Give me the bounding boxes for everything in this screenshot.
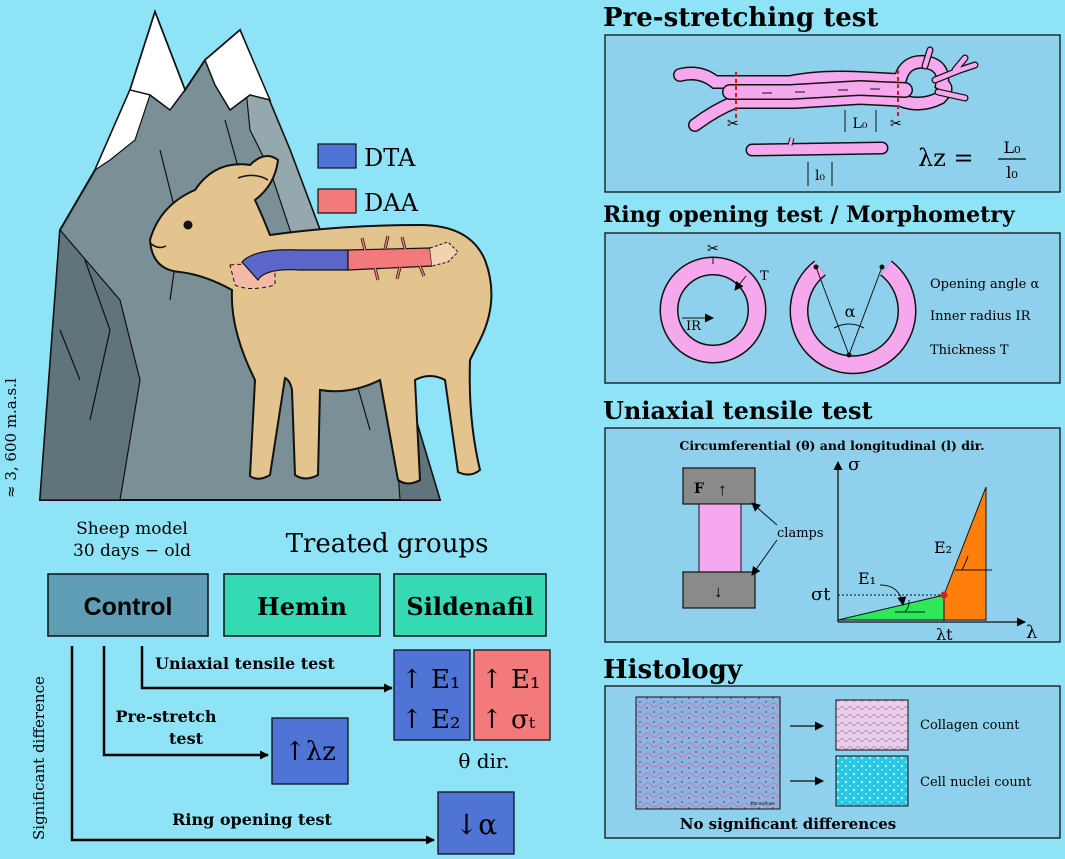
lamb-illustration [148, 155, 493, 485]
uniaxial-subtitle: Circumferential (θ) and longitudinal (l)… [679, 438, 984, 453]
uniaxial-result-label: Uniaxial tensile test [155, 654, 335, 673]
collagen-count-label: Collagen count [920, 718, 1020, 733]
opening-angle-label: Opening angle α [930, 277, 1039, 292]
sheep-model-line2: 30 days − old [73, 541, 191, 561]
treated-groups-label: Treated groups [286, 529, 489, 559]
sigma-t-label: σt [811, 584, 831, 605]
artery-segment [745, 137, 889, 157]
altitude-label: ≈ 3, 600 m.a.s.l [2, 378, 20, 498]
sildenafil-result-line2: ↑ σₜ [481, 705, 536, 735]
stress-strain-plot [833, 461, 1026, 627]
lambda-z-formula-numerator: L₀ [1003, 138, 1020, 157]
sigma-axis-label: σ [848, 454, 860, 475]
sildenafil-result-line1: ↑ E₁ [481, 665, 540, 695]
hemin-result-box [393, 649, 471, 741]
force-F-label: F [694, 481, 704, 497]
control-box [47, 573, 209, 637]
sildenafil-label: Sildenafil [406, 592, 533, 621]
daa-legend-label: DAA [364, 189, 419, 217]
ring-result-label: Ring opening test [172, 810, 332, 829]
uniaxial-panel [604, 427, 1061, 643]
inner-radius-IR-label: IR [686, 319, 702, 334]
l0-label: l₀ [815, 168, 825, 184]
ring-title: Ring opening test / Morphometry [603, 202, 1016, 228]
up-arrow-icon: ↑ [718, 480, 727, 499]
lambda-z-result: ↑λz [284, 737, 336, 767]
control-label: Control [84, 593, 173, 621]
clamps-label: clamps [777, 526, 824, 541]
daa-legend-swatch [317, 188, 357, 214]
inner-radius-label: Inner radius IR [930, 309, 1032, 324]
hemin-box [223, 573, 381, 637]
bottom-clamp [682, 571, 756, 609]
sheep-model-line1: Sheep model [76, 519, 188, 539]
E1-label: E₁ [858, 569, 876, 588]
thickness-T-label: T [760, 269, 769, 284]
theta-dir-label: θ dir. [458, 749, 509, 773]
scissors-icon-ring: ✂ [707, 240, 719, 256]
prestretch-result-label-1: Pre-stretch [115, 707, 216, 726]
dta-legend-label: DTA [364, 144, 416, 172]
L0-label: L₀ [853, 116, 868, 132]
uniaxial-title: Uniaxial tensile test [603, 396, 873, 425]
lambda-t-label: λt [936, 625, 953, 644]
sildenafil-result-box [473, 649, 551, 741]
lambda-z-result-box [271, 717, 349, 785]
top-clamp [682, 467, 756, 505]
E2-label: E₂ [934, 538, 952, 557]
down-arrow-icon: ↓ [714, 582, 723, 601]
prestretch-result-label-2: test [169, 729, 204, 748]
prestretch-title: Pre-stretching test [603, 3, 878, 33]
hemin-result-line1: ↑ E₁ [401, 665, 460, 695]
alpha-angle-label: α [845, 302, 856, 321]
significant-difference-label: Significant difference [30, 676, 48, 840]
intact-ring [661, 258, 765, 362]
scissors-icon-right: ✂ [890, 115, 902, 131]
opened-ring [791, 261, 915, 373]
histology-sample-image [635, 696, 781, 810]
lambda-axis-label: λ [1026, 622, 1037, 643]
lambda-z-formula-denominator: l₀ [1006, 163, 1018, 182]
histology-footer: No significant differences [680, 815, 897, 833]
histology-title: Histology [603, 655, 743, 685]
dta-legend-swatch [317, 143, 357, 169]
collagen-image [835, 699, 909, 751]
tensile-specimen [698, 503, 742, 573]
sildenafil-box [393, 573, 547, 637]
alpha-result-box [437, 791, 515, 855]
thickness-label: Thickness T [930, 343, 1009, 358]
scissors-icon-left: ✂ [727, 115, 739, 131]
hemin-label: Hemin [257, 592, 347, 621]
scale-bar-label: 100 microns [750, 801, 775, 806]
nuclei-count-label: Cell nuclei count [920, 775, 1032, 790]
artery-specimen: ✂ ✂ [673, 46, 979, 132]
alpha-result: ↓α [455, 808, 497, 841]
result-arrows [70, 646, 435, 845]
hemin-result-line2: ↑ E₂ [401, 705, 460, 735]
lambda-z-formula-lhs: λz = [918, 144, 974, 172]
nuclei-image [835, 755, 909, 807]
